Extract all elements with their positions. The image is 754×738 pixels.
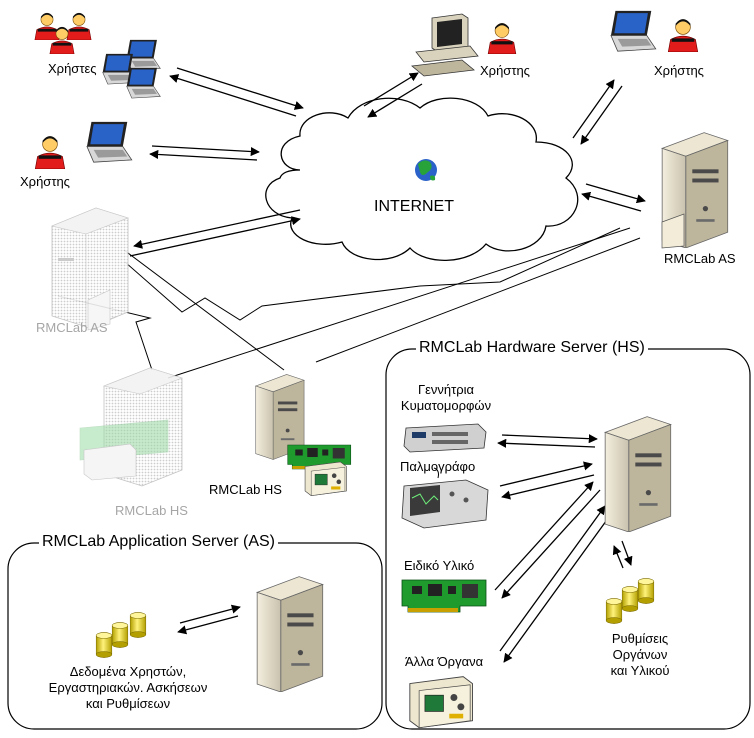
user-icon [34,135,66,169]
user-icon [487,22,517,54]
database-icon [111,622,129,648]
generator-label-line-1: Γεννήτρια [417,382,475,397]
settings-db-label-line-1: Ρυθμίσεις [611,631,669,646]
connections [129,67,646,663]
as-db-label-line-3: και Ρυθμίσεων [85,696,171,711]
hs-ghost-label: RMCLab HS [115,503,188,518]
other-instruments-label: Άλλα Όργανα [405,654,484,669]
ghost-hs-server-icon [79,367,183,487]
as-box-frame [7,542,383,730]
as-main-server-icon [256,575,324,692]
users-group-label: Χρήστες [48,61,97,76]
as-box-title: RMCLab Application Server (AS) [39,533,278,551]
user-icon [66,12,92,40]
hs-box-title: RMCLab Hardware Server (HS) [416,339,648,357]
user-icon [667,18,699,52]
database-icon [95,632,113,658]
as-ghost-label: RMCLab AS [36,320,108,335]
database-icon [621,586,639,612]
hs-instrument-icon [304,461,347,497]
other-instruments-icon [409,675,474,729]
special-hardware-label: Ειδικό Υλικό [404,558,475,573]
waveform-generator-icon [403,423,487,453]
special-hardware-icon [401,579,487,613]
user-left-label: Χρήστης [20,174,70,189]
hs-label: RMCLab HS [209,482,282,497]
globe-icon [415,159,437,181]
as-server-door-icon [661,213,685,249]
user-pc-label: Χρήστης [480,63,530,78]
laptop-icon [86,121,133,163]
desktop-pc-icon [411,13,479,77]
laptop-icon [126,67,161,99]
oscilloscope-label: Παλμογράφο [400,459,476,474]
user-laptop-right-label: Χρήστης [654,63,704,78]
settings-db-label-line-2: Οργάνων [612,647,668,662]
generator-label-line-2: Κυματομορφών [400,398,492,413]
database-icon [129,612,147,638]
as-right-label: RMCLab AS [664,251,736,266]
hs-main-server-icon [604,415,672,532]
laptop-icon [610,10,657,52]
as-db-label-line-1: Δεδομένα Χρηστών, [69,664,187,679]
internet-label: INTERNET [374,198,454,215]
ghost-as-server-icon [51,207,129,331]
as-db-label-line-2: Εργαστηριακών. Ασκήσεων [48,680,208,695]
user-icon [34,12,60,40]
oscilloscope-icon [401,467,489,529]
database-icon [605,598,623,624]
plain-links [57,227,641,379]
settings-db-label-line-3: και Υλικού [610,663,670,678]
database-icon [637,578,655,604]
